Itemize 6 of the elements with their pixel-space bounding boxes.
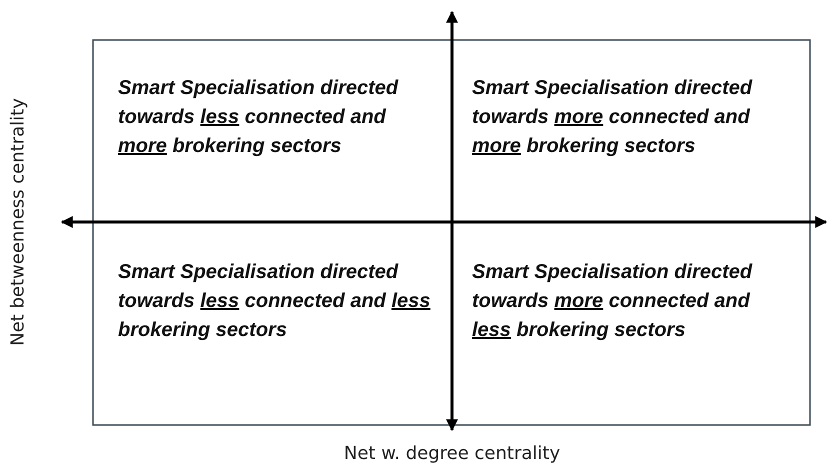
- x-axis-label: Net w. degree centrality: [344, 443, 560, 464]
- quadrant-text: Smart Specialisation directed towards more connected and less brokering sectors: [472, 260, 754, 343]
- quadrant-text: Smart Specialisation directed towards less connected and more brokering sectors: [118, 76, 400, 159]
- quadrant-text: Smart Specialisation directed towards less connected and less brokering sectors: [118, 260, 432, 343]
- quadrant-text: Smart Specialisation directed towards more connected and more brokering sectors: [472, 76, 754, 159]
- y-axis-label: Net betweenness centrality: [8, 98, 28, 346]
